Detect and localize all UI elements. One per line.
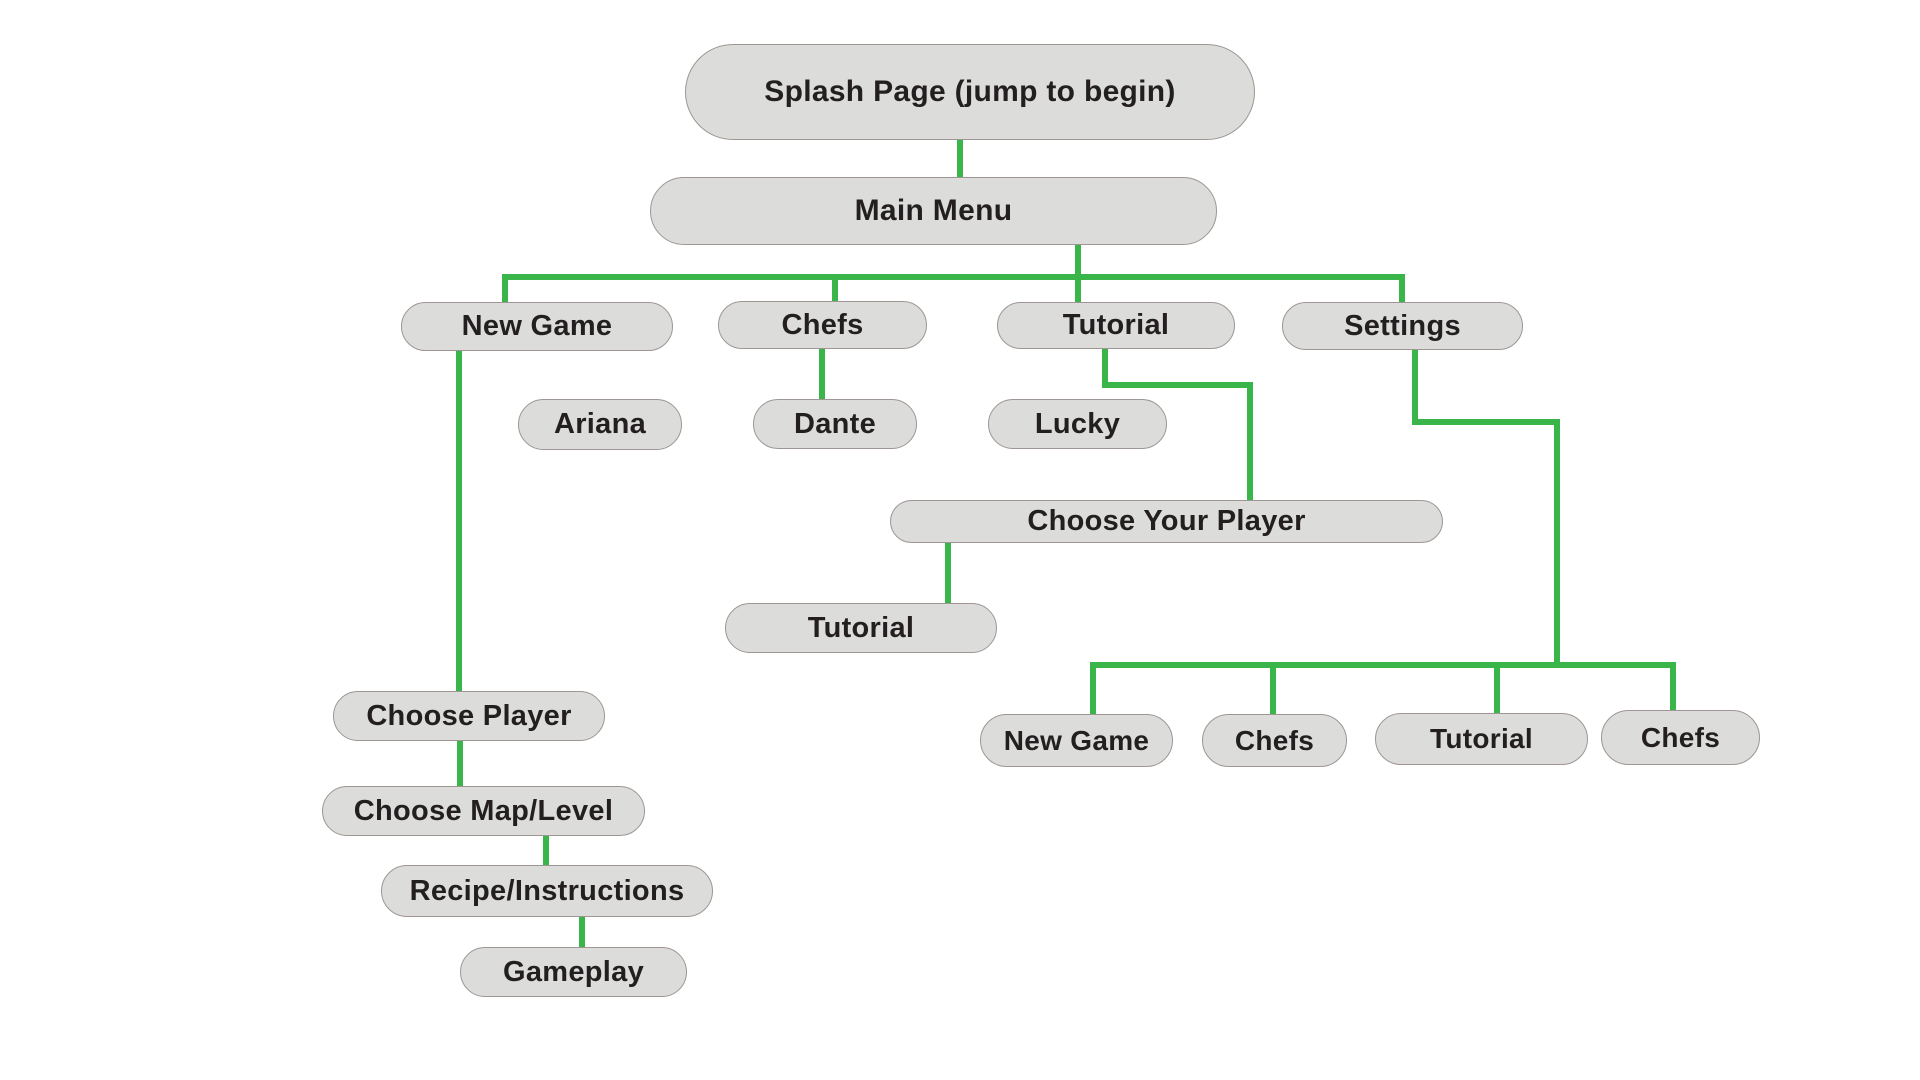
- connector-main-menu-branch: [502, 274, 508, 304]
- node-main-menu: Main Menu: [650, 177, 1217, 245]
- node-choose-player: Choose Player: [333, 691, 605, 741]
- connector-settings-sub-row-branch: [1494, 662, 1500, 715]
- node-chefs-1: Chefs: [718, 301, 927, 349]
- connector-map-to-recipe: [543, 836, 549, 867]
- connector-settings-sub-row-branch: [1270, 662, 1276, 716]
- node-splash-page: Splash Page (jump to begin): [685, 44, 1255, 140]
- connector-choose-your-player-to-tutorial: [945, 542, 951, 605]
- connector-main-menu-branch: [1399, 274, 1405, 304]
- node-lucky: Lucky: [988, 399, 1167, 449]
- connector-settings-elbow: [1554, 419, 1560, 668]
- node-choose-your-player: Choose Your Player: [890, 500, 1443, 543]
- connector-splash-to-main-menu: [957, 140, 963, 180]
- connector-tutorial-to-choose-your-player: [1102, 382, 1253, 388]
- node-choose-map-level: Choose Map/Level: [322, 786, 645, 836]
- connector-settings-elbow: [1412, 350, 1418, 425]
- connector-tutorial-to-choose-your-player: [1102, 348, 1108, 388]
- connector-chefs-to-dante: [819, 348, 825, 401]
- node-settings: Settings: [1282, 302, 1523, 350]
- connector-new-game-to-choose-player: [456, 351, 462, 693]
- node-chefs-2: Chefs: [1202, 714, 1347, 767]
- node-gameplay: Gameplay: [460, 947, 687, 997]
- node-tutorial-1: Tutorial: [997, 302, 1235, 349]
- node-tutorial-2: Tutorial: [725, 603, 997, 653]
- node-new-game-2: New Game: [980, 714, 1173, 767]
- connector-choose-player-to-map: [457, 741, 463, 788]
- node-chefs-3: Chefs: [1601, 710, 1760, 765]
- connector-main-menu-branch: [502, 274, 1404, 280]
- connector-settings-elbow: [1412, 419, 1560, 425]
- connector-recipe-to-gameplay: [579, 917, 585, 949]
- node-recipe-instructions: Recipe/Instructions: [381, 865, 713, 917]
- node-ariana: Ariana: [518, 399, 682, 450]
- connector-settings-sub-row-branch: [1670, 662, 1676, 712]
- node-dante: Dante: [753, 399, 917, 449]
- connector-settings-sub-row-branch: [1090, 662, 1096, 716]
- connector-main-menu-branch: [832, 274, 838, 303]
- connector-tutorial-to-choose-your-player: [1247, 382, 1253, 502]
- node-tutorial-3: Tutorial: [1375, 713, 1588, 765]
- node-new-game-1: New Game: [401, 302, 673, 351]
- connector-settings-sub-row-branch: [1090, 662, 1676, 668]
